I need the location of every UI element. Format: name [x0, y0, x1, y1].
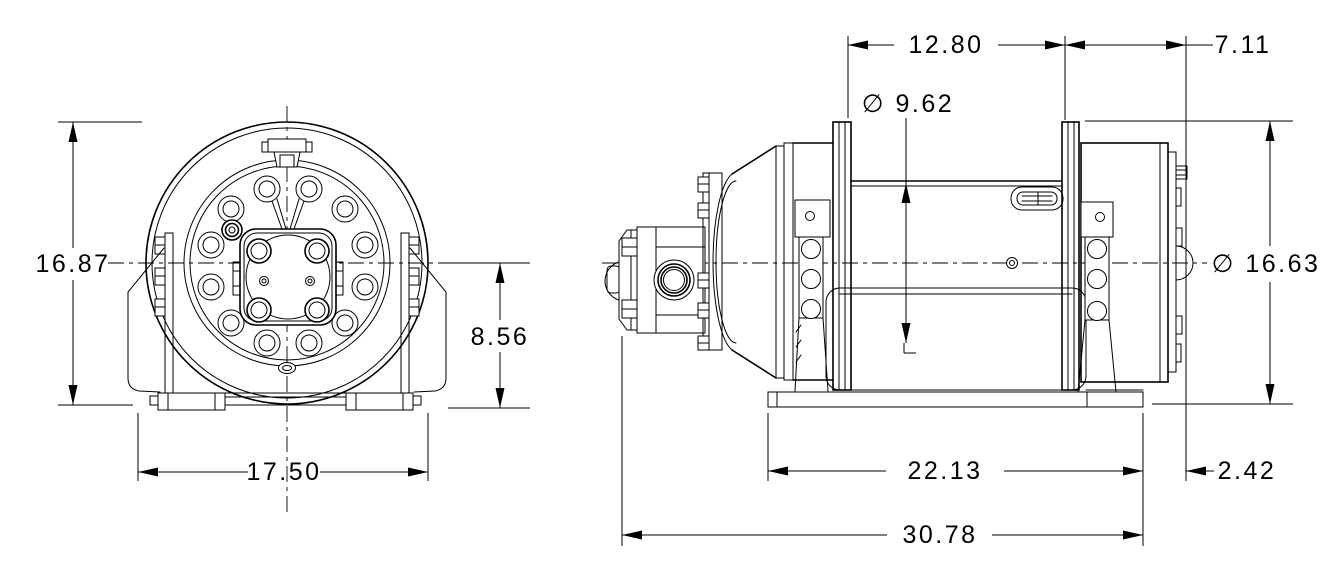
frame-crossmember [825, 287, 1144, 391]
dimension-end-length: 7.11 [1065, 31, 1272, 481]
left-support-bracket [794, 199, 831, 392]
arrow-left [768, 466, 788, 476]
arrow-down [901, 323, 911, 343]
dimension-rear-overhang: 2.42 [1186, 457, 1277, 485]
dimension-overall-length: 30.78 [621, 336, 1143, 549]
dim-label-drum-diameter: ∅ 9.62 [862, 90, 954, 118]
arrow-up [901, 183, 911, 203]
dim-label-center-height: 8.56 [471, 323, 530, 351]
arrow-left [138, 467, 158, 477]
base-assembly [149, 392, 422, 411]
dim-label-rear-overhang: 2.42 [1218, 457, 1277, 485]
arrow-left [1065, 40, 1085, 50]
gear-housing [697, 142, 834, 381]
right-drum-flange [1061, 121, 1080, 391]
arrow-right [1166, 40, 1186, 50]
motor-port [653, 259, 695, 301]
dimension-drum-diameter: ∅ 9.62 [862, 90, 954, 354]
dim-label-drum-length: 12.80 [908, 31, 983, 59]
arrow-right [1045, 40, 1065, 50]
arrow-down [68, 385, 78, 405]
dim-label-flange-diameter: ∅ 16.63 [1212, 250, 1321, 278]
arrow-down [495, 388, 505, 408]
hydraulic-motor [604, 226, 706, 334]
dimension-front-base-width: 17.50 [137, 413, 429, 486]
dimension-front-center-to-base: 8.56 [448, 262, 530, 409]
dim-label-frame-length: 22.13 [907, 457, 982, 485]
motor-mount-bolt-circle [197, 175, 379, 357]
arrow-left [848, 40, 868, 50]
base-plate [767, 391, 1144, 408]
drum-center-hole [1006, 257, 1018, 269]
dimension-flange-diameter: ∅ 16.63 [1085, 120, 1321, 405]
arrow-right [408, 467, 428, 477]
dim-label-front-height: 16.87 [35, 250, 110, 278]
arrow-down [1265, 384, 1275, 404]
dimension-front-overall-height: 16.87 [35, 121, 142, 406]
rib-lines [271, 198, 305, 230]
right-mount-bracket [400, 232, 447, 394]
arrow-right [1123, 530, 1143, 540]
small-offset-bolt [221, 219, 243, 241]
arrow-up [495, 263, 505, 283]
tie-rod-slot [1010, 186, 1064, 211]
left-mount-bracket [127, 232, 174, 394]
top-cable-clamp [261, 138, 313, 168]
dim-label-front-width: 17.50 [246, 458, 321, 486]
arrow-left [1186, 466, 1206, 476]
dim-label-overall-length: 30.78 [902, 521, 977, 549]
arrow-left [622, 530, 642, 540]
dim-label-end-length: 7.11 [1215, 31, 1272, 59]
center-motor-flange [232, 228, 344, 326]
front-view [108, 106, 470, 515]
dimension-drum-length: 12.80 [847, 31, 1066, 120]
arrow-up [68, 122, 78, 142]
drum-barrel [850, 180, 1063, 187]
left-drum-flange [832, 121, 852, 391]
bottom-cable-hole [278, 362, 296, 374]
end-cover [1167, 151, 1194, 373]
side-view [602, 121, 1207, 408]
arrow-right [1123, 466, 1143, 476]
dimension-frame-length: 22.13 [767, 413, 1144, 546]
right-support-bracket [1077, 201, 1117, 393]
flange-bolt-holes [246, 238, 330, 323]
arrow-up [1265, 121, 1275, 141]
